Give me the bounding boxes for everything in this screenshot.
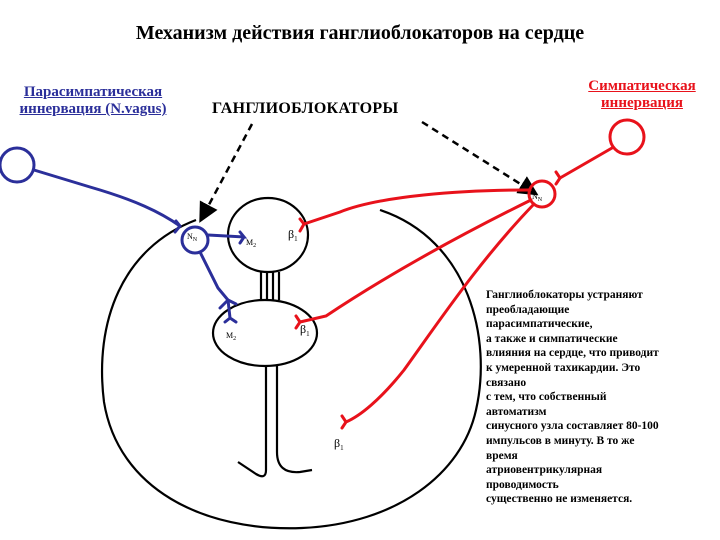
- parasympathetic-label-line-2: иннервация (N.vagus): [19, 101, 167, 117]
- explanation-line: преобладающие: [486, 303, 570, 316]
- parasympathetic-pathway: [0, 146, 248, 324]
- explanation-line: время: [486, 449, 518, 462]
- explanation-line: к умеренной тахикардии. Это: [486, 361, 641, 374]
- explanation-line: парасимпатические,: [486, 318, 593, 331]
- explanation-line: синусного узла составляет 80-100: [486, 420, 659, 433]
- sympathetic-terminal: [554, 170, 562, 186]
- sympathetic-preganglionic-fiber: [558, 146, 614, 180]
- parasympathetic-label-line-1: Парасимпатическая: [23, 84, 163, 100]
- nn-symp-sub: N: [538, 197, 543, 203]
- svg-text:NN: NN: [187, 232, 198, 243]
- m2-mid-sub: 2: [233, 336, 236, 342]
- blocker-arrow-right: [421, 120, 539, 196]
- sympathetic-label: Симпатическая иннервация: [572, 78, 712, 112]
- beta-top-label: β: [288, 227, 294, 241]
- m2-top-sub: 2: [253, 243, 256, 249]
- explanation-line: автоматизм: [486, 405, 547, 418]
- svg-text:M2: M2: [246, 238, 256, 249]
- nn-para-sub: N: [193, 237, 198, 243]
- vagus-terminal: [173, 219, 182, 234]
- explanation-line: с тем, что собственный: [486, 391, 607, 404]
- heart-outline: [100, 196, 482, 530]
- postganglionic-to-atrium: [206, 230, 248, 245]
- parasympathetic-label: Парасимпатическая иннервация (N.vagus): [4, 84, 182, 118]
- vagus-neuron-soma: [0, 146, 36, 184]
- parasympathetic-ganglion: [180, 225, 210, 255]
- conduction-right-branch: [275, 366, 313, 474]
- nn-symp-label: N: [532, 192, 538, 201]
- beta-bottom-sub: 1: [340, 444, 344, 452]
- blocker-arrows: [199, 120, 539, 223]
- sympathetic-neuron-soma: [608, 118, 646, 156]
- svg-text:β1: β1: [334, 436, 344, 452]
- sympathetic-label-line-2: иннервация: [601, 95, 683, 111]
- sympathetic-label-line-1: Симпатическая: [588, 78, 696, 94]
- explanation-line: а также и симпатические: [486, 332, 618, 345]
- m2-mid-label: M: [226, 331, 233, 340]
- beta-bottom-label: β: [334, 436, 340, 450]
- explanation-line: существенно не изменяется.: [486, 493, 633, 506]
- svg-text:M2: M2: [226, 331, 236, 342]
- explanation-line: влияния на сердце, что приводит: [486, 347, 659, 360]
- postganglionic-to-ventricle-beta: [340, 202, 536, 430]
- explanation-line: атриовентрикулярная: [486, 464, 603, 477]
- slide-title: Механизм действия ганглиоблокаторов на с…: [135, 22, 585, 44]
- explanation-line: связано: [486, 376, 527, 389]
- postganglionic-node-terminal: [223, 298, 238, 324]
- postganglionic-to-node: [198, 250, 238, 310]
- heart-main-outline: [100, 208, 482, 530]
- postganglionic-to-atrium-beta: [298, 188, 532, 233]
- vagus-preganglionic-fiber: [32, 168, 182, 228]
- explanation-line: Ганглиоблокаторы устраняют: [486, 289, 643, 301]
- beta-mid-label: β: [300, 322, 306, 336]
- svg-text:NN: NN: [532, 192, 543, 203]
- m2-top-label: M: [246, 238, 253, 247]
- explanation-line: импульсов в минуту. В то же: [486, 434, 635, 447]
- beta-top-sub: 1: [294, 235, 298, 243]
- blocker-arrow-left: [199, 123, 254, 223]
- svg-text:β1: β1: [288, 227, 298, 243]
- postganglionic-to-node-beta: [294, 198, 533, 330]
- sympathetic-ganglion: [527, 179, 557, 209]
- conduction-left-branch: [237, 366, 268, 478]
- ganglion-blockers-label: ГАНГЛИОБЛОКАТОРЫ: [212, 100, 399, 117]
- nn-para-label: N: [187, 232, 193, 241]
- svg-text:β1: β1: [300, 322, 310, 338]
- explanation-line: проводимость: [486, 478, 559, 491]
- beta-mid-sub: 1: [306, 330, 310, 338]
- explanation-text: Ганглиоблокаторы устраняют преобладающие п…: [486, 288, 712, 507]
- receptor-labels: NN NN M2 M2 β1 β1 β1: [187, 192, 543, 452]
- sympathetic-pathway: [294, 118, 646, 430]
